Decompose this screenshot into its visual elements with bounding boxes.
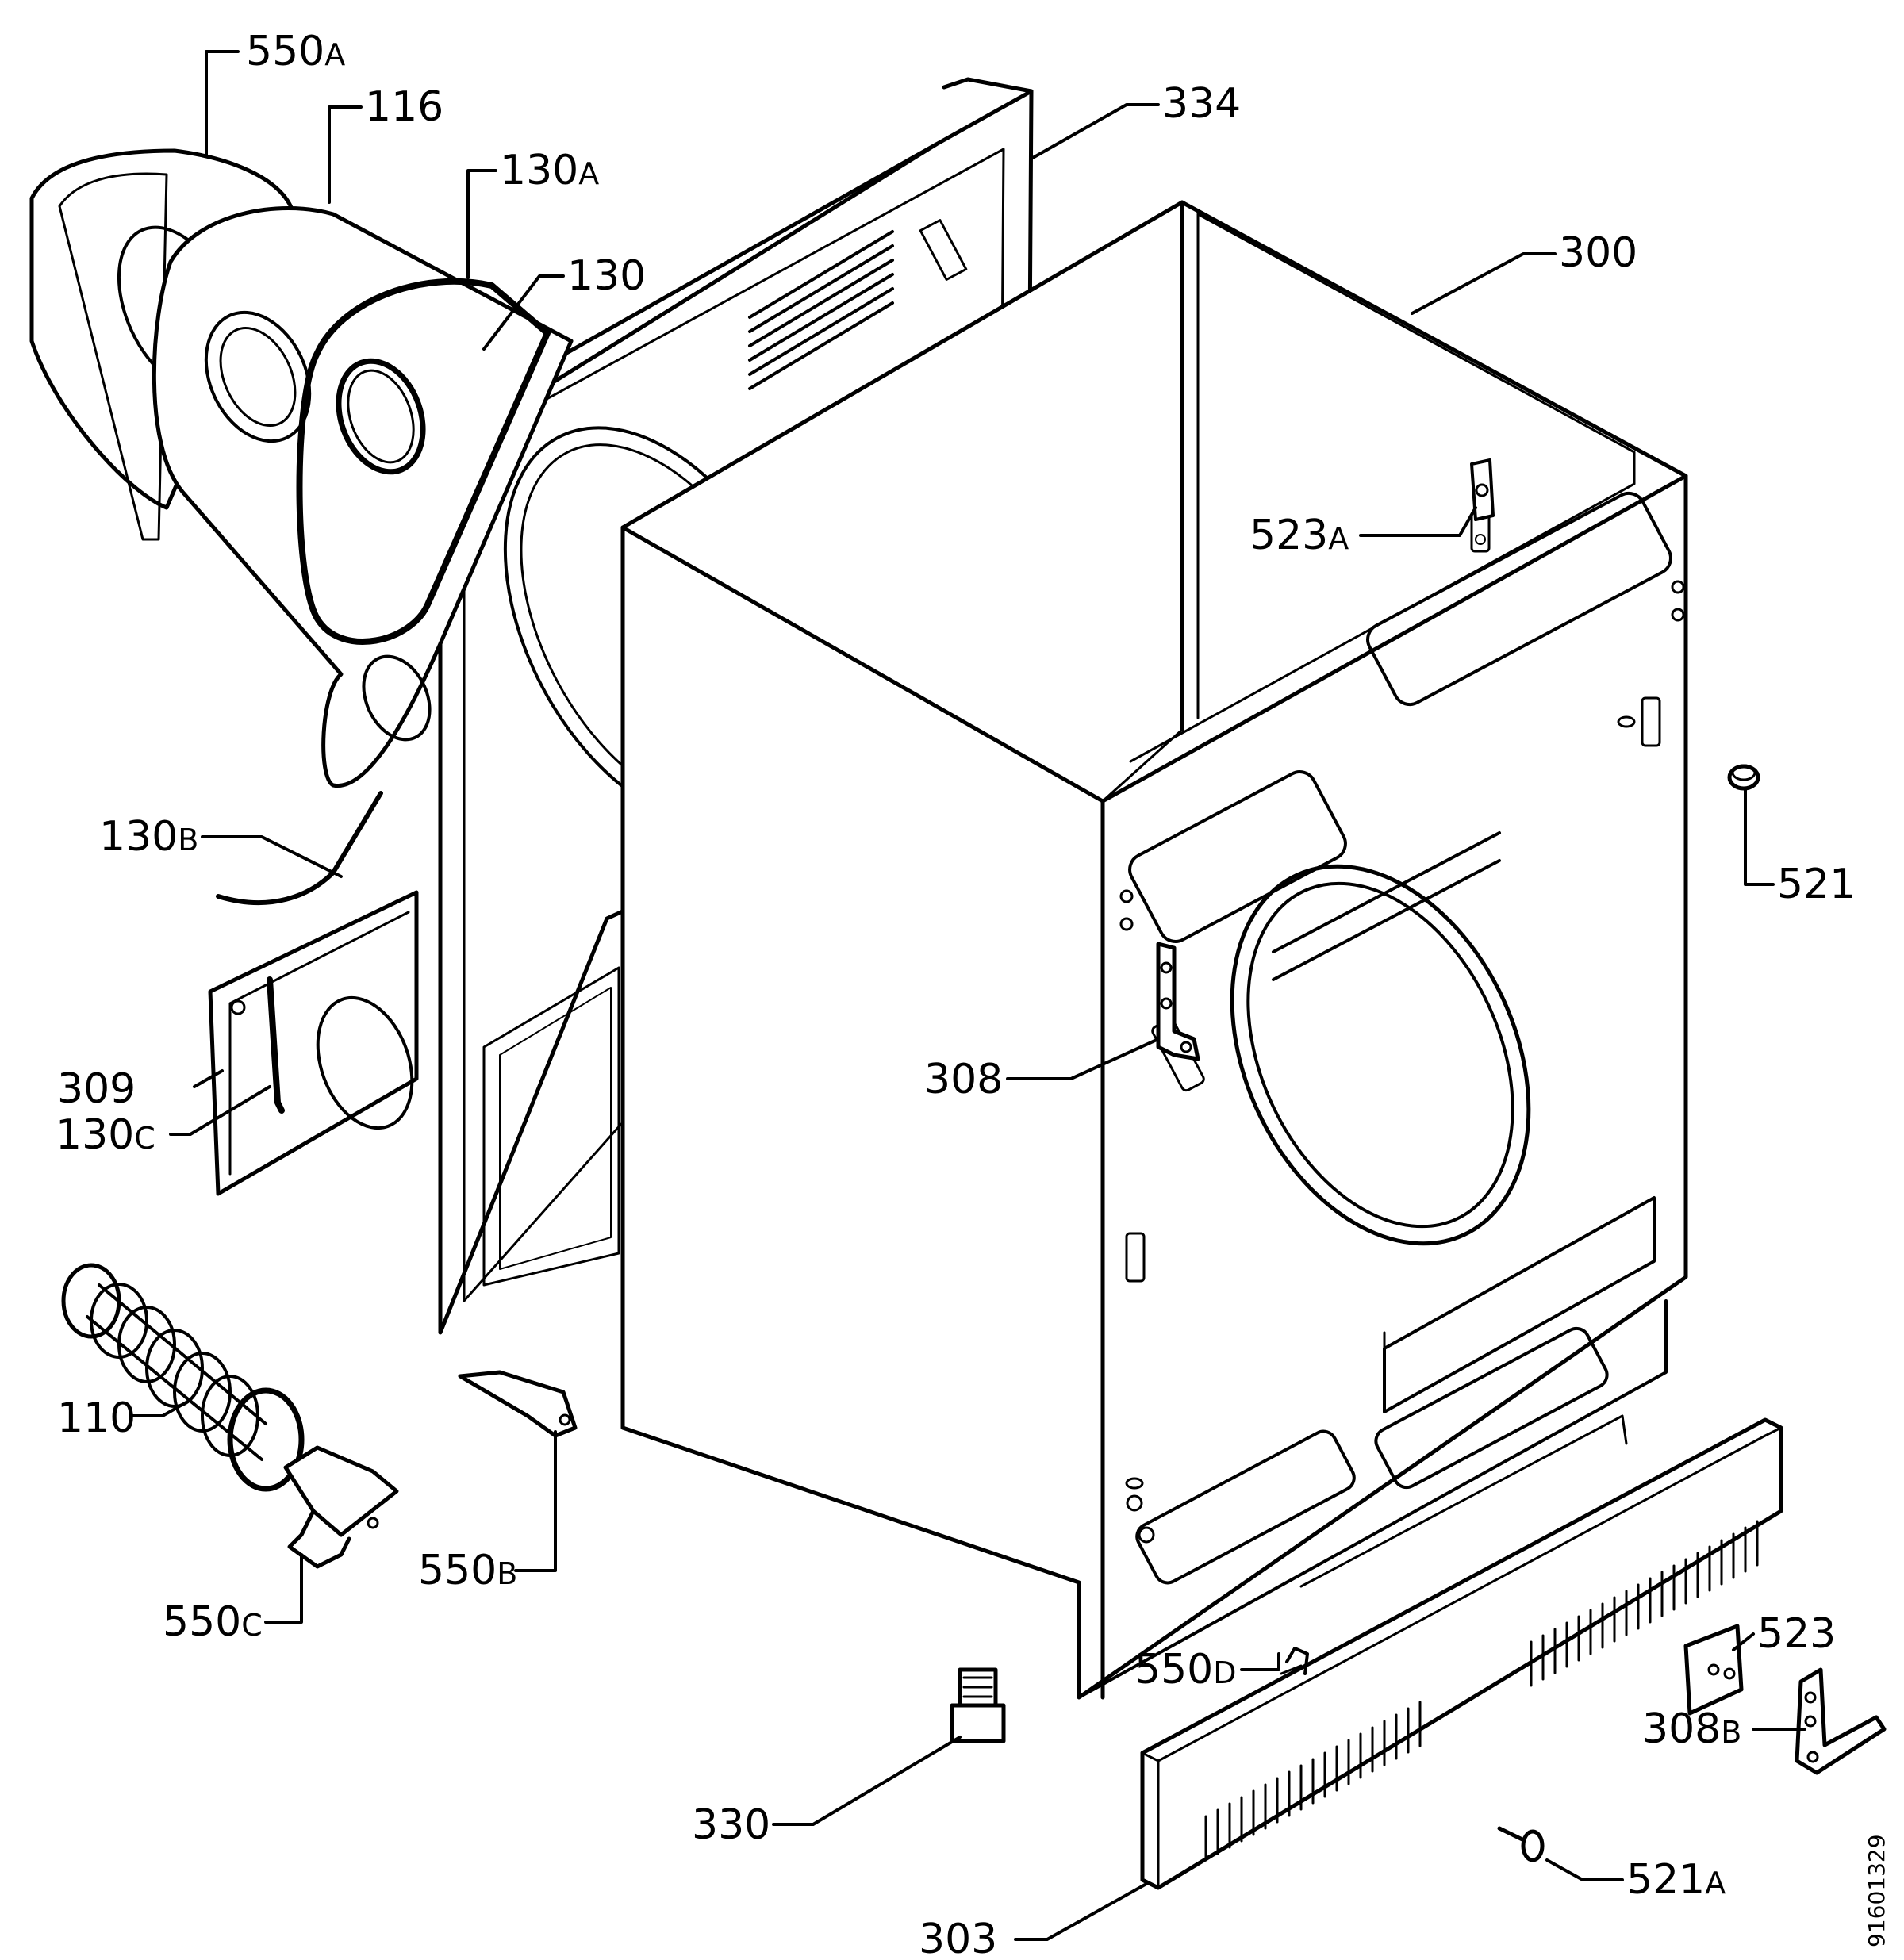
part-308-bracket [1156, 942, 1200, 1061]
part-550D-clip [1285, 1647, 1309, 1675]
label-110: 110 [57, 1394, 136, 1442]
label-521: 521 [1777, 861, 1856, 908]
part-330-foot [950, 1667, 1006, 1743]
part-130B-seal [216, 791, 383, 905]
label-550b: 550B [418, 1547, 517, 1594]
label-309: 309 [57, 1065, 136, 1113]
label-130c: 130C [56, 1111, 155, 1159]
label-308: 308 [924, 1056, 1003, 1103]
label-130: 130 [567, 252, 646, 300]
label-330: 330 [692, 1801, 770, 1849]
part-303-kickplate [1140, 1414, 1783, 1890]
label-334: 334 [1162, 80, 1241, 128]
label-116: 116 [365, 83, 443, 131]
label-130a: 130A [500, 147, 599, 194]
part-521A-screw [1497, 1826, 1545, 1862]
part-523-plate [1683, 1624, 1744, 1716]
part-130C-gasket [267, 976, 285, 1114]
part-110-hose [61, 1263, 305, 1492]
label-550a: 550A [246, 28, 345, 75]
label-550c: 550C [163, 1598, 263, 1646]
label-308b: 308B [1642, 1705, 1741, 1753]
label-130b: 130B [99, 813, 198, 861]
part-550B [458, 1370, 578, 1438]
part-309-plate [208, 890, 419, 1196]
label-523a: 523A [1250, 512, 1349, 559]
label-303: 303 [919, 1916, 997, 1956]
part-550C [283, 1445, 399, 1569]
part-130A-gasket [296, 278, 551, 645]
label-521a: 521A [1626, 1856, 1726, 1904]
cabinet-body-300 [620, 200, 1688, 1700]
part-116 [152, 206, 574, 788]
part-523A-clip [1470, 458, 1495, 521]
document-number: 91601329 [1864, 1834, 1890, 1947]
part-130-ring [336, 358, 426, 475]
label-550d: 550D [1134, 1646, 1237, 1693]
part-521-plug [1727, 764, 1760, 791]
label-523: 523 [1757, 1610, 1836, 1658]
label-300: 300 [1559, 229, 1637, 277]
leader-lines [129, 50, 1806, 1941]
part-308B-bracket [1795, 1667, 1887, 1775]
